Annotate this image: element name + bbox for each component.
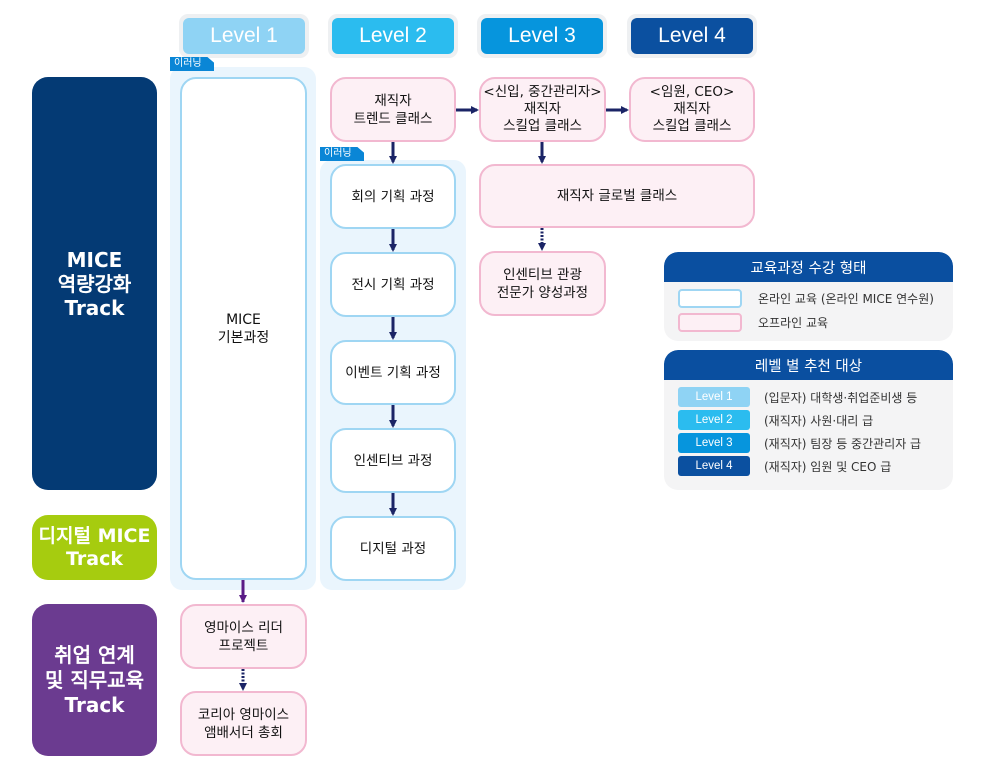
course-trend-class[interactable]: 재직자 트렌드 클래스: [330, 77, 456, 142]
level-4-header-frame: Level 4: [627, 14, 757, 58]
legend-format-title: 교육과정 수강 형태: [664, 252, 953, 282]
course-global-class[interactable]: 재직자 글로벌 클래스: [479, 164, 755, 228]
course-incentive[interactable]: 인센티브 과정: [330, 428, 456, 493]
level-1-header-frame: Level 1: [179, 14, 309, 58]
level-1-header: Level 1: [183, 18, 305, 54]
level-4-header: Level 4: [631, 18, 753, 54]
course-skillup-exec[interactable]: <임원, CEO> 재직자 스킬업 클래스: [629, 77, 755, 142]
course-mice-basic[interactable]: MICE 기본과정: [180, 77, 307, 580]
legend-level-row: Level 2 (재직자) 사원·대리 급: [678, 410, 873, 430]
legend-level-row: Level 3 (재직자) 팀장 등 중간관리자 급: [678, 433, 921, 453]
legend-level-row: Level 4 (재직자) 임원 및 CEO 급: [678, 456, 891, 476]
course-incentive-tourism[interactable]: 인센티브 관광 전문가 양성과정: [479, 251, 606, 316]
level-3-header: Level 3: [481, 18, 603, 54]
course-skillup-mid[interactable]: <신입, 중간관리자> 재직자 스킬업 클래스: [479, 77, 606, 142]
level-2-header-frame: Level 2: [328, 14, 458, 58]
course-young-mice-leader[interactable]: 영마이스 리더 프로젝트: [180, 604, 307, 669]
legend-item-online: 온라인 교육 (온라인 MICE 연수원): [678, 289, 934, 308]
level-desc: (재직자) 사원·대리 급: [764, 413, 874, 428]
level-desc: (재직자) 임원 및 CEO 급: [764, 459, 892, 474]
legend-level-row: Level 1 (입문자) 대학생·취업준비생 등: [678, 387, 917, 407]
legend-item-label: 오프라인 교육: [758, 316, 829, 330]
elearning-tag: 이러닝: [320, 147, 364, 161]
offline-swatch: [678, 313, 742, 332]
course-exhibition-planning[interactable]: 전시 기획 과정: [330, 252, 456, 317]
level-4-badge: Level 4: [678, 456, 750, 476]
legend-levels: 레벨 별 추천 대상 Level 1 (입문자) 대학생·취업준비생 등 Lev…: [664, 350, 953, 490]
level-2-badge: Level 2: [678, 410, 750, 430]
track-employment: 취업 연계 및 직무교육 Track: [32, 604, 157, 756]
level-3-badge: Level 3: [678, 433, 750, 453]
level-desc: (재직자) 팀장 등 중간관리자 급: [764, 436, 922, 451]
level-1-badge: Level 1: [678, 387, 750, 407]
legend-format: 교육과정 수강 형태 온라인 교육 (온라인 MICE 연수원) 오프라인 교육: [664, 252, 953, 341]
track-digital-mice: 디지털 MICE Track: [32, 515, 157, 580]
course-event-planning[interactable]: 이벤트 기획 과정: [330, 340, 456, 405]
level-2-header: Level 2: [332, 18, 454, 54]
legend-item-offline: 오프라인 교육: [678, 313, 828, 332]
track-mice-competency: MICE 역량강화 Track: [32, 77, 157, 490]
course-meeting-planning[interactable]: 회의 기획 과정: [330, 164, 456, 229]
legend-levels-title: 레벨 별 추천 대상: [664, 350, 953, 380]
elearning-tag: 이러닝: [170, 57, 214, 71]
level-desc: (입문자) 대학생·취업준비생 등: [764, 390, 918, 405]
online-swatch: [678, 289, 742, 308]
course-ambassador[interactable]: 코리아 영마이스 앰배서더 총회: [180, 691, 307, 756]
legend-item-label: 온라인 교육 (온라인 MICE 연수원): [758, 292, 934, 306]
level-3-header-frame: Level 3: [477, 14, 607, 58]
course-digital[interactable]: 디지털 과정: [330, 516, 456, 581]
